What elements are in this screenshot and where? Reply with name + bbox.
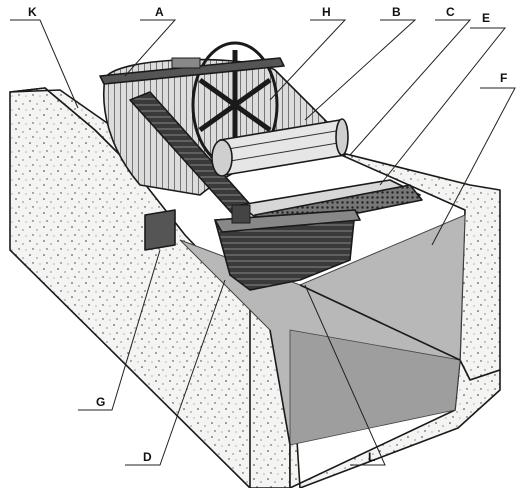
callouts: K A H B C E F G D L xyxy=(10,5,516,466)
pivot-box xyxy=(231,204,251,224)
label-A: A xyxy=(155,5,164,19)
label-E: E xyxy=(482,11,490,25)
label-B: B xyxy=(392,5,401,19)
label-C: C xyxy=(446,5,455,19)
top-frame-bar xyxy=(99,57,285,85)
tank-top-rim xyxy=(214,209,361,233)
top-mount-plate xyxy=(171,57,201,69)
label-L: L xyxy=(368,450,375,464)
label-F: F xyxy=(500,71,507,85)
wastewater-deep xyxy=(289,329,461,446)
label-G: G xyxy=(96,395,105,409)
label-D: D xyxy=(143,450,152,464)
drive-box xyxy=(144,209,176,251)
drum-screen-assembly xyxy=(99,41,423,291)
label-K: K xyxy=(28,5,37,19)
spray-bar-cylinder xyxy=(211,118,349,177)
label-H: H xyxy=(322,5,331,19)
front-right-block xyxy=(289,329,501,488)
